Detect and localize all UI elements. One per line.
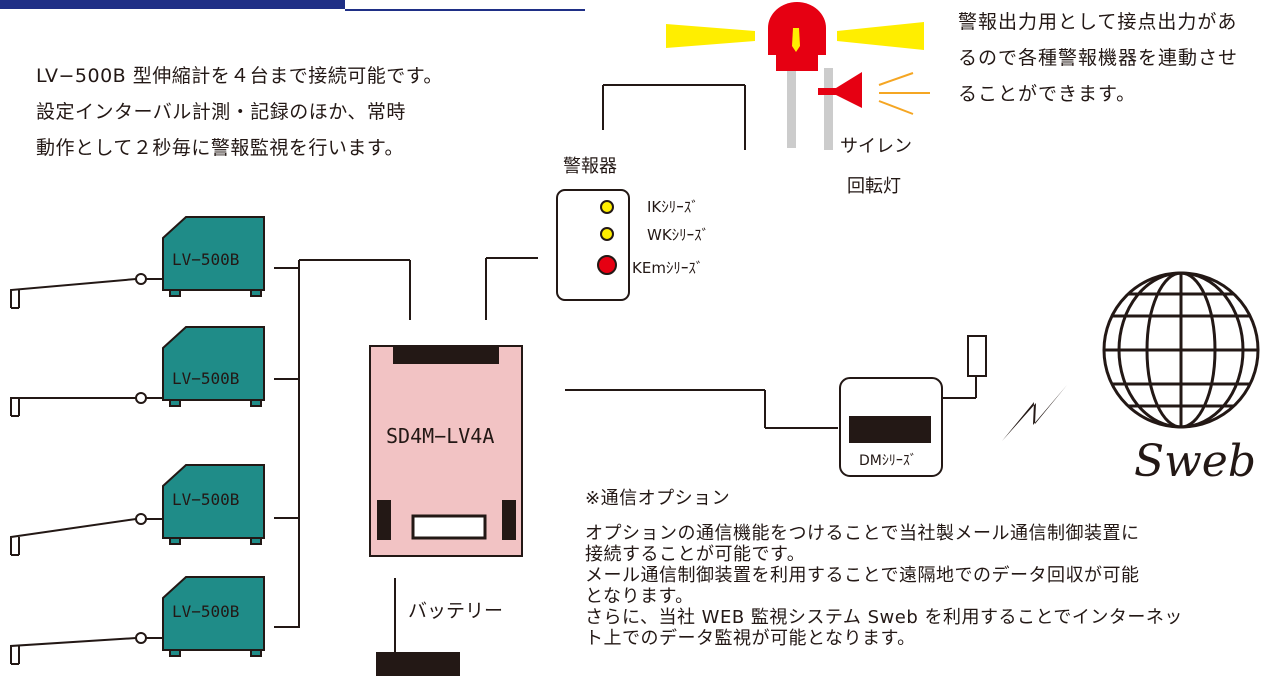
intro-line: 設定インターバル計測・記録のほか、常時 [36,101,406,123]
globe-icon [1102,271,1260,429]
extensometer-label: LV−500B [172,490,240,509]
header-rule [345,9,585,11]
siren-label: サイレン [840,136,912,157]
intro-text: LV−500B 型伸縮計を４台まで接続可能です。 設定インターバル計測・記録のほ… [36,58,443,166]
extensometer-label: LV−500B [172,250,240,269]
alarm-unit-body [556,189,630,301]
battery-label: バッテリー [408,600,504,622]
extensometer-label: LV−500B [172,369,240,388]
battery-icon [376,652,460,676]
rotating-lamp-label: 回転灯 [847,176,901,197]
intro-line: 動作として２秒毎に警報監視を行います。 [36,137,405,159]
header-bar [0,0,345,9]
comm-option-title: ※通信オプション [585,488,731,509]
dm-label: DMｼﾘｰｽﾞ [859,453,917,469]
dm-device [839,335,987,477]
comm-option-block: ※通信オプション オプションの通信機能をつけることで当社製メール通信制御装置に … [585,488,1183,649]
comm-option-line: メール通信制御装置を利用することで遠隔地でのデータ回収が可能 [585,565,1140,586]
logger-label: SD4M−LV4A [386,424,495,448]
alarm-output-line: るので各種警報機器を連動させ [958,47,1239,69]
comm-option-line: さらに、当社 WEB 監視システム Sweb を利用することでインターネッ [585,607,1183,628]
alarm-series-ik: IKｼﾘｰｽﾞ [647,198,699,216]
alarm-output-line: 警報出力用として接点出力があ [958,11,1238,33]
alarm-output-text: 警報出力用として接点出力があ るので各種警報機器を連動させ ることができます。 [958,4,1238,112]
comm-option-line: 接続することが可能です。 [585,544,806,565]
alarm-series-wk: WKｼﾘｰｽﾞ [647,226,710,244]
sweb-label: Sweb [1134,436,1257,487]
comm-option-line: ト上でのデータ監視が可能となります。 [585,628,916,649]
extensometer-sensors [10,273,163,665]
extensometer-label: LV−500B [172,602,240,621]
alarm-series-kem: KEmｼﾘｰｽﾞ [632,259,704,277]
siren-icon [818,72,930,115]
comm-option-line: となります。 [585,586,694,607]
alarm-unit-title: 警報器 [563,156,617,177]
rotating-lamp-icon [666,2,924,150]
wireless-bolt-icon [1002,385,1067,441]
extensometer-devices [162,216,265,657]
comm-option-line: オプションの通信機能をつけることで当社製メール通信制御装置に [585,523,1140,544]
alarm-output-line: ることができます。 [958,83,1137,105]
intro-line: LV−500B 型伸縮計を４台まで接続可能です。 [36,65,443,87]
logger-body [369,345,523,557]
